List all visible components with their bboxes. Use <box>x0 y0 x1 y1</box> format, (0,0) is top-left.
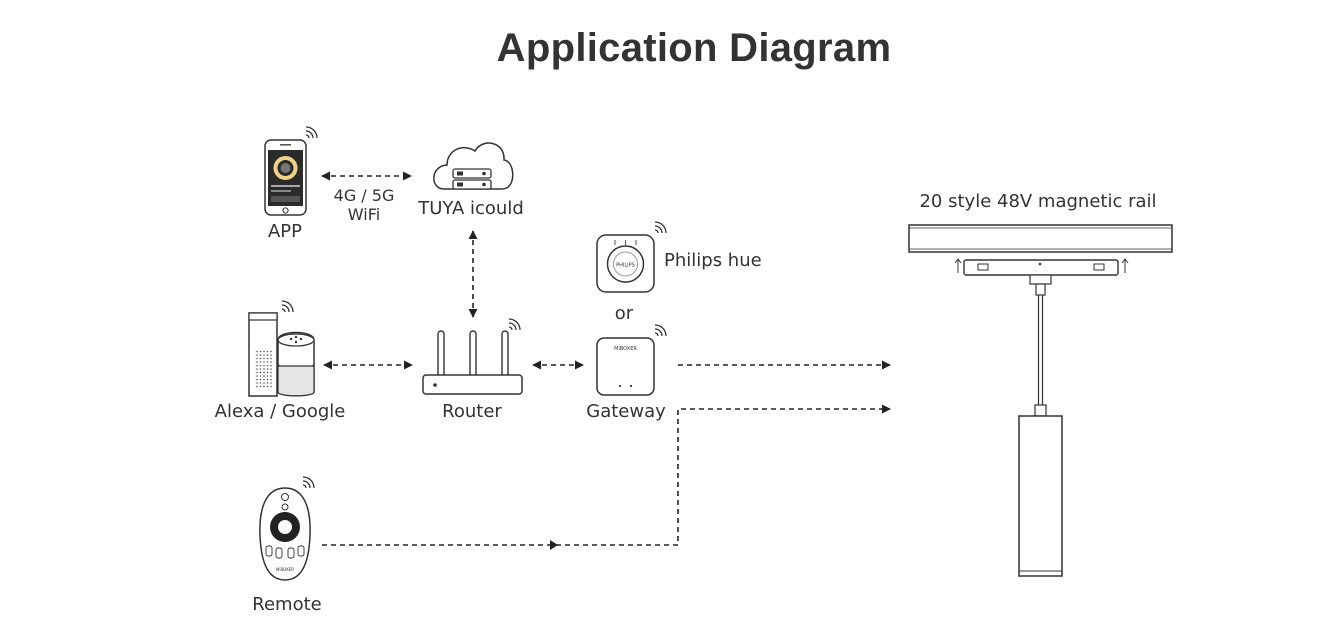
app-label: APP <box>267 221 303 242</box>
rail-connector-icon <box>954 258 1129 285</box>
gateway-icon: MiBOXER <box>596 324 667 396</box>
router-icon <box>422 318 523 395</box>
pendant-lamp-icon <box>1018 283 1063 577</box>
rail-label: 20 style 48V magnetic rail <box>919 191 1157 212</box>
diagram-title: Application Diagram <box>496 26 892 70</box>
remote-label: Remote <box>252 594 322 615</box>
remote-link-arrowhead <box>550 540 558 550</box>
alexa-google-label: Alexa / Google <box>214 401 346 422</box>
philips-hue-bridge-icon: PHILIPS <box>596 221 667 293</box>
gateway-logo-text: MiBOXER <box>614 346 637 352</box>
cloud-label: TUYA icould <box>418 198 524 219</box>
philips-logo-text: PHILIPS <box>616 263 635 269</box>
magnetic-rail-icon <box>908 224 1173 253</box>
phone-icon <box>264 126 318 216</box>
or-label: or <box>614 303 634 324</box>
network-link-label: 4G / 5G WiFi <box>334 186 395 224</box>
network-link-label-line2: WiFi <box>347 205 381 224</box>
cloud-icon <box>433 142 514 190</box>
philips-hue-label: Philips hue <box>664 250 762 271</box>
link-remote-lamp <box>322 404 891 546</box>
smart-speakers-icon <box>248 300 315 397</box>
network-link-label-line1: 4G / 5G <box>333 186 395 205</box>
remote-logo-text: MiBOXER <box>276 567 294 572</box>
connectors <box>321 171 891 546</box>
remote-control-icon: MiBOXER <box>259 476 315 581</box>
router-label: Router <box>442 401 502 422</box>
gateway-label: Gateway <box>586 401 666 422</box>
